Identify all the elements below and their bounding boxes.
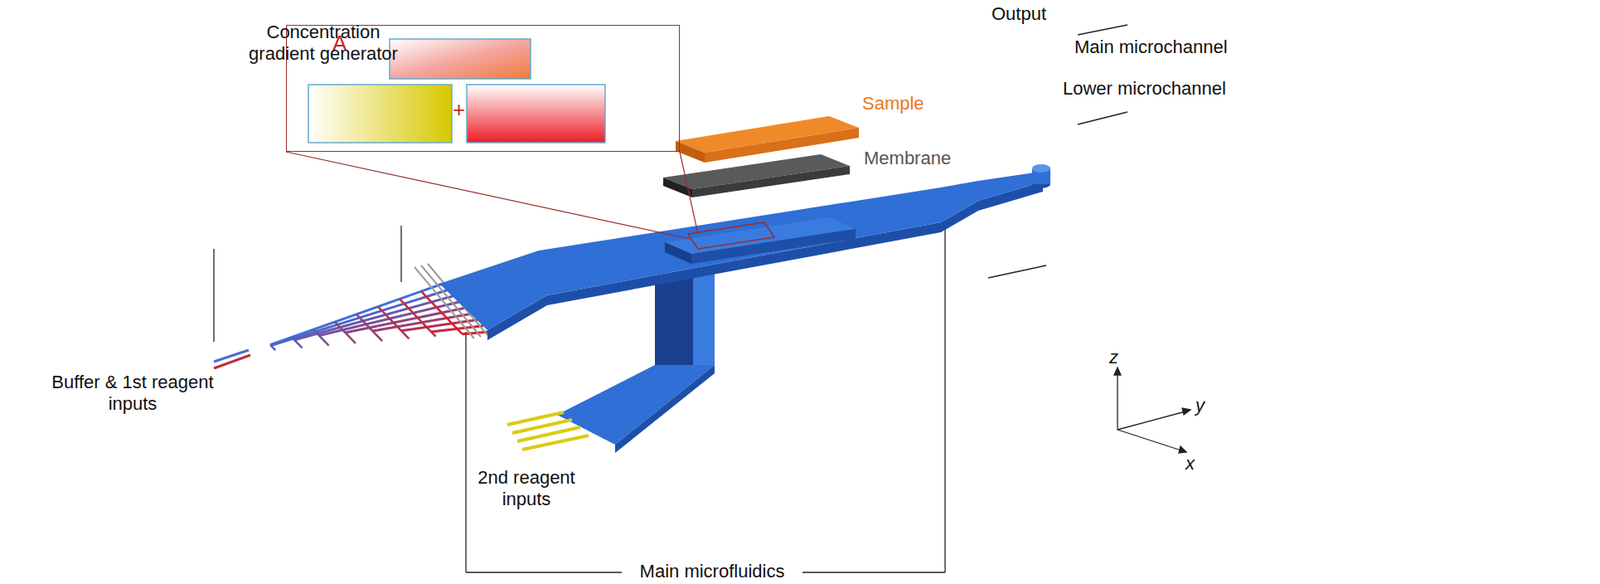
part-label: Membrane	[863, 147, 951, 170]
membrane-sample	[663, 116, 859, 198]
part-label: Concentration gradient generator	[240, 21, 407, 65]
lower-microchannel	[557, 271, 715, 453]
part-label: Buffer & 1st reagent inputs	[24, 371, 241, 415]
main-microchannel	[439, 164, 1051, 340]
axis-label: y	[1195, 394, 1205, 417]
inset-graphics	[286, 38, 775, 249]
second-reagent-inputs	[507, 412, 589, 450]
axis-label: x	[1185, 452, 1195, 475]
axes	[1114, 367, 1191, 453]
part-label: Sample	[862, 92, 925, 115]
bracket-lines	[213, 24, 1128, 573]
part-label: 2nd reagent inputs	[460, 466, 593, 510]
part-label: Output	[991, 3, 1047, 25]
axis-label: z	[1109, 346, 1119, 369]
part-label: Lower microchannel	[1062, 77, 1227, 100]
part-label: Main microfluidics	[621, 560, 803, 582]
part-label: Main microchannel	[1074, 36, 1228, 59]
plus-sign: +	[452, 98, 466, 121]
